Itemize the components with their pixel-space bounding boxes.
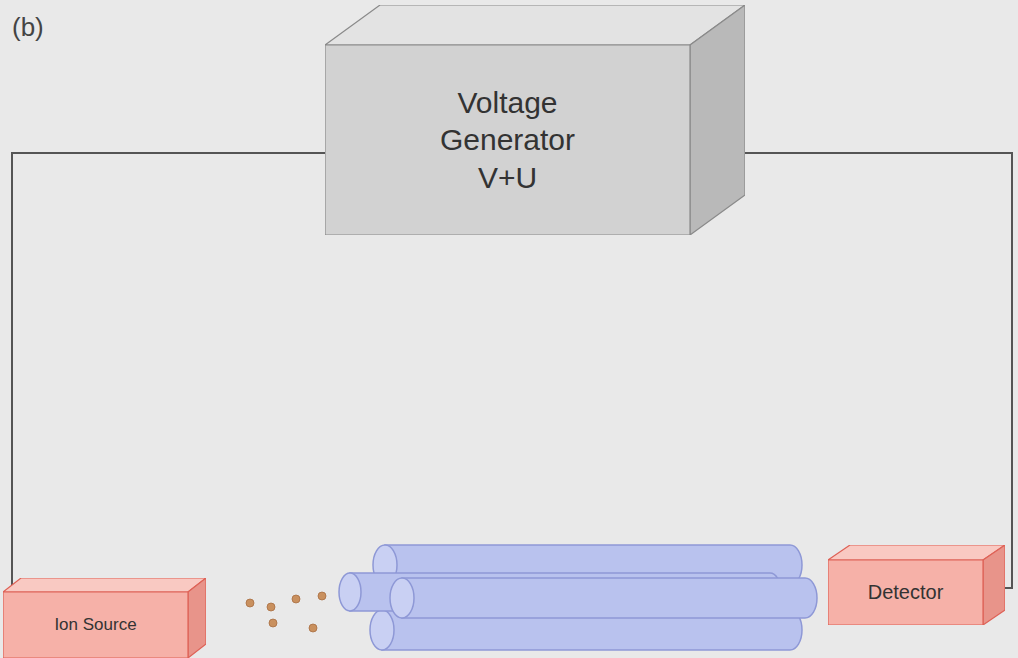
detector-box: Detector [828,545,1005,625]
voltage-generator-box: Voltage GeneratorV+U [325,5,745,235]
panel-label: (b) [12,12,44,43]
ion-particle [318,592,326,600]
ion-source-box: Ion Source [3,578,206,658]
box-label: Ion Source [54,614,136,635]
rod-end [370,610,394,650]
box-top-face [828,545,1005,560]
box-front-face [325,45,690,235]
wire [12,153,325,585]
box-front-face [3,592,188,658]
box-side-face [983,545,1005,625]
box-face: Ion Source [3,592,188,658]
wire [745,153,1012,588]
box-label: Voltage Generator [398,84,618,159]
rod-end [339,573,361,611]
rod-end [390,578,414,618]
box-face: Voltage GeneratorV+U [325,45,690,235]
box-top-face [3,578,206,592]
ion-particle [246,599,254,607]
box-top-face [325,5,745,45]
ion-particle [309,624,317,632]
rod-body [402,578,817,618]
box-face: Detector [828,560,983,625]
box-label: V+U [478,159,537,197]
ion-particle [267,603,275,611]
ion-particle [292,595,300,603]
ion-particle [269,619,277,627]
box-front-face [828,560,983,625]
box-label: Detector [868,580,944,605]
box-side-face [690,5,745,235]
box-side-face [188,578,206,658]
box-outline [325,5,745,235]
